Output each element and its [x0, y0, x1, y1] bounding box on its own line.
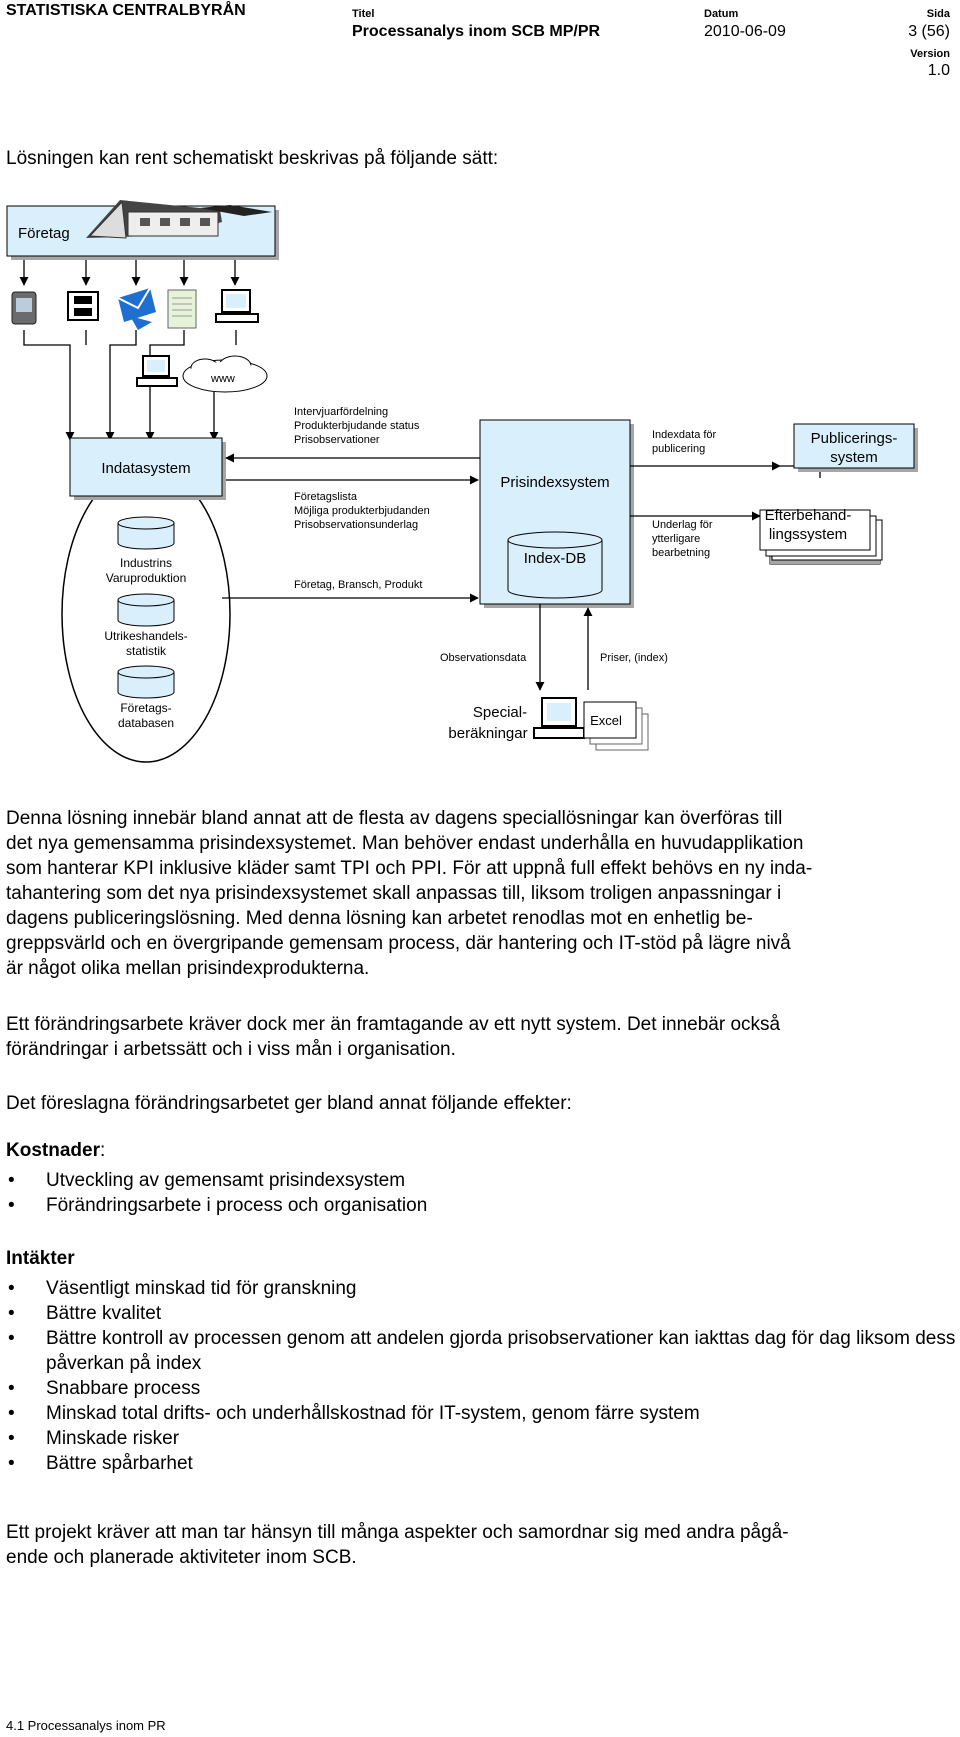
process-diagram: Företag	[6, 200, 918, 763]
database-icon	[117, 665, 175, 699]
p4-line: Ett projekt kräver att man tar hänsyn ti…	[6, 1522, 789, 1543]
underlag-1: Underlag för	[652, 519, 713, 531]
indatasystem-label: Indatasystem	[101, 460, 190, 477]
db-industri-label-2: Varuproduktion	[106, 571, 187, 585]
document-stack-icon	[583, 701, 649, 751]
paragraph-2: Ett förändringsarbete kräver dock mer än…	[6, 1012, 954, 1062]
p1-line: tahantering som det nya prisindexsysteme…	[6, 883, 782, 904]
intakter-heading: Intäkter	[6, 1248, 75, 1270]
underlag-2: ytterligare	[652, 533, 700, 545]
building-icon	[86, 200, 272, 239]
indexdata-2: publicering	[652, 443, 705, 455]
intro-text: Lösningen kan rent schematiskt beskrivas…	[6, 148, 499, 169]
flow-c: Företag, Bransch, Produkt	[294, 579, 422, 591]
list-item: Snabbare process	[6, 1376, 956, 1401]
email-icon	[117, 287, 156, 330]
list-item: Bättre spårbarhet	[6, 1451, 956, 1476]
indexdata-1: Indexdata för	[652, 429, 717, 441]
org-name: STATISTISKA CENTRALBYRÅN	[6, 2, 246, 19]
list-item: Förändringsarbete i process och organisa…	[6, 1193, 956, 1218]
version-label: Version	[910, 48, 950, 60]
special-label-1: Special-	[473, 704, 527, 721]
flow-a1: Intervjuarfördelning	[294, 406, 388, 418]
doc-title: Processanalys inom SCB MP/PR	[352, 23, 601, 40]
cloud-icon	[182, 355, 268, 393]
db-industri-label-1: Industrins	[120, 556, 172, 570]
page-number: 3 (56)	[908, 23, 950, 40]
list-item: Väsentligt minskad tid för granskning	[6, 1276, 956, 1301]
kostnader-heading: Kostnader:	[6, 1140, 105, 1162]
kostnader-colon: :	[99, 1140, 106, 1161]
paragraph-3: Det föreslagna förändringsarbetet ger bl…	[6, 1093, 572, 1114]
kostnader-list: Utveckling av gemensamt prisindexsystem …	[6, 1168, 956, 1218]
flow-a2: Produkterbjudande status	[294, 420, 420, 432]
p1-line: det nya gemensamma prisindexsystemet. Ma…	[6, 833, 804, 854]
database-icon	[117, 516, 175, 550]
list-item: Utveckling av gemensamt prisindexsystem	[6, 1168, 956, 1193]
intakter-title: Intäkter	[6, 1248, 75, 1269]
title-label: Titel	[352, 8, 375, 20]
version-number: 1.0	[927, 62, 950, 79]
indatasystem-box	[69, 437, 223, 497]
p2-line: förändringar i arbetssätt och i viss mån…	[6, 1039, 456, 1060]
p1-line: är något olika mellan prisindexprodukter…	[6, 958, 370, 979]
fax-phone-icon	[67, 291, 99, 321]
paragraph-4: Ett projekt kräver att man tar hänsyn ti…	[6, 1520, 954, 1570]
efter-label-2: lingssystem	[769, 526, 847, 543]
flow-b1: Företagslista	[294, 491, 358, 503]
date-label: Datum	[704, 8, 739, 20]
db-utrikes-label-2: statistik	[126, 644, 167, 658]
p2-line: Ett förändringsarbete kräver dock mer än…	[6, 1014, 781, 1035]
db-utrikes-label-1: Utrikeshandels-	[104, 629, 187, 643]
excel-label: Excel	[590, 713, 622, 728]
pda-icon	[11, 291, 37, 325]
publiceringssystem-box	[793, 423, 915, 469]
computer-icon	[136, 355, 178, 387]
db-foretagsdb-label-1: Företags-	[120, 701, 171, 715]
list-item: Minskade risker	[6, 1426, 956, 1451]
underlag-3: bearbetning	[652, 547, 710, 559]
special-label-2: beräkningar	[448, 725, 527, 742]
index-db-label: Index-DB	[524, 550, 587, 567]
database-icon	[117, 593, 175, 627]
list-item: Bättre kvalitet	[6, 1301, 956, 1326]
document-stack-icon	[759, 509, 883, 565]
doc-date: 2010-06-09	[704, 23, 786, 40]
list-item: Bättre kontroll av processen genom att a…	[6, 1326, 956, 1376]
computer-icon	[533, 697, 585, 739]
intakter-list: Väsentligt minskad tid för granskning Bä…	[6, 1276, 956, 1476]
paper-form-icon	[167, 289, 197, 329]
p1-line: dagens publiceringslösning. Med denna lö…	[6, 908, 753, 929]
publ-label-2: system	[830, 449, 878, 466]
footer-text: 4.1 Processanalys inom PR	[6, 1718, 166, 1733]
prisindexsystem-label: Prisindexsystem	[500, 474, 609, 491]
flow-b3: Prisobservationsunderlag	[294, 519, 418, 531]
foretag-label: Företag	[18, 225, 70, 242]
database-icon	[507, 531, 603, 599]
paragraph-1: Denna lösning innebär bland annat att de…	[6, 806, 954, 981]
db-foretagsdb-label-2: databasen	[118, 716, 174, 730]
p1-line: som hanterar KPI inklusive kläder samt T…	[6, 858, 813, 879]
p1-line: Denna lösning innebär bland annat att de…	[6, 808, 783, 829]
page-label: Sida	[926, 8, 950, 20]
flow-a3: Prisobservationer	[294, 434, 380, 446]
p4-line: ende och planerade aktiviteter inom SCB.	[6, 1547, 357, 1568]
list-item: Minskad total drifts- och underhållskost…	[6, 1401, 956, 1426]
kostnader-title: Kostnader	[6, 1140, 100, 1161]
efter-label-1: Efterbehand-	[765, 507, 852, 524]
computer-icon	[215, 289, 259, 323]
observationsdata-label: Observationsdata	[440, 652, 527, 664]
publ-label-1: Publicerings-	[811, 430, 898, 447]
flow-b2: Möjliga produkterbjudanden	[294, 505, 430, 517]
priser-label: Priser, (index)	[600, 652, 668, 664]
www-label: www	[210, 373, 235, 385]
p1-line: greppsvärld och en övergripande gemensam…	[6, 933, 791, 954]
